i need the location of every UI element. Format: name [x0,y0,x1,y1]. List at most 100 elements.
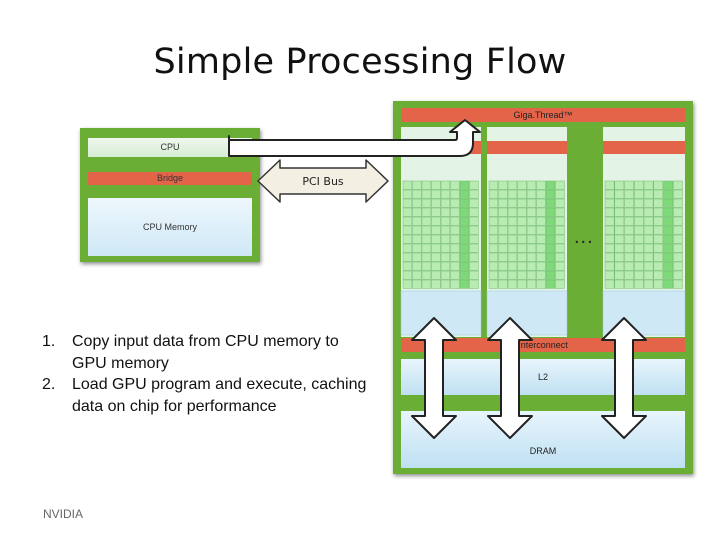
sm-core [634,234,644,244]
sm-core [526,225,537,235]
sm-core [488,279,499,289]
sm-core [440,243,451,253]
sm-core [526,252,537,262]
more-multiprocessors-ellipsis: ... [574,226,594,248]
sm-core [440,189,451,199]
sm-core [614,270,625,280]
sm-core [469,189,479,199]
sm-core [624,180,634,190]
sm-core [459,225,470,235]
sm-core [526,216,537,226]
sm-core [643,180,654,190]
sm-core [517,270,527,280]
sm-core [526,270,537,280]
sm-core [653,252,664,262]
sm-core [653,207,664,217]
pci-bus-label: PCI Bus [302,175,344,188]
sm-core [555,252,565,262]
sm-core [653,225,664,235]
sm-core [431,234,441,244]
sm-core [440,261,451,271]
sm-core [517,252,527,262]
sm-core [421,216,432,226]
sm-core [604,252,615,262]
memory-arrow-middle [487,317,533,439]
sm-core [643,252,654,262]
sm-core [663,252,673,262]
sm-core [536,198,546,208]
sm-core [498,243,508,253]
sm-core [421,270,432,280]
sm-core [653,243,664,253]
cpu-memory-block: CPU Memory [88,198,252,256]
sm-core [450,279,460,289]
sm-core [653,198,664,208]
sm-core [402,207,413,217]
sm-core [536,216,546,226]
sm-core [517,261,527,271]
sm-core [604,279,615,289]
sm-core [673,207,683,217]
sm-core [663,270,673,280]
sm-core [643,189,654,199]
step-item: 1. Copy input data from CPU memory to GP… [42,331,372,374]
sm-core [634,225,644,235]
sm-core [643,216,654,226]
sm-core [545,243,556,253]
sm-core [421,189,432,199]
sm-core [488,198,499,208]
sm-core [624,261,634,271]
sm-core [469,234,479,244]
sm-core [412,252,422,262]
sm-core [673,270,683,280]
sm-core [663,180,673,190]
sm-core [488,216,499,226]
sm-core [536,270,546,280]
sm-core [634,279,644,289]
sm-core [469,207,479,217]
sm-core [673,216,683,226]
sm-core [469,225,479,235]
sm-core [431,198,441,208]
sm-core [431,189,441,199]
sm-core [624,243,634,253]
sm-control-bar [487,141,567,154]
sm-core [488,270,499,280]
sm-core [634,243,644,253]
sm-core [412,180,422,190]
sm-core [555,189,565,199]
sm-core [634,189,644,199]
sm-core [643,207,654,217]
sm-core [634,261,644,271]
sm-core [412,243,422,253]
sm-core [517,225,527,235]
sm-core [412,261,422,271]
sm-core [545,234,556,244]
step-number: 2. [42,376,56,394]
sm-core [498,252,508,262]
sm-core [526,234,537,244]
sm-core [614,225,625,235]
sm-core [555,225,565,235]
sm-core [545,279,556,289]
sm-core [412,198,422,208]
step-text: Load GPU program and execute, caching da… [72,376,367,415]
bridge-block: Bridge [88,172,252,185]
sm-core [412,279,422,289]
sm-core [507,189,518,199]
sm-core [536,252,546,262]
sm-core [431,180,441,190]
sm-core [545,270,556,280]
sm-core [488,207,499,217]
sm-core [402,270,413,280]
sm-core [653,279,664,289]
sm-core [507,207,518,217]
sm-core [431,270,441,280]
sm-core [421,234,432,244]
sm-core [498,261,508,271]
sm-core [604,180,615,190]
sm-core [440,234,451,244]
sm-core [459,270,470,280]
sm-core [545,252,556,262]
sm-core [440,270,451,280]
